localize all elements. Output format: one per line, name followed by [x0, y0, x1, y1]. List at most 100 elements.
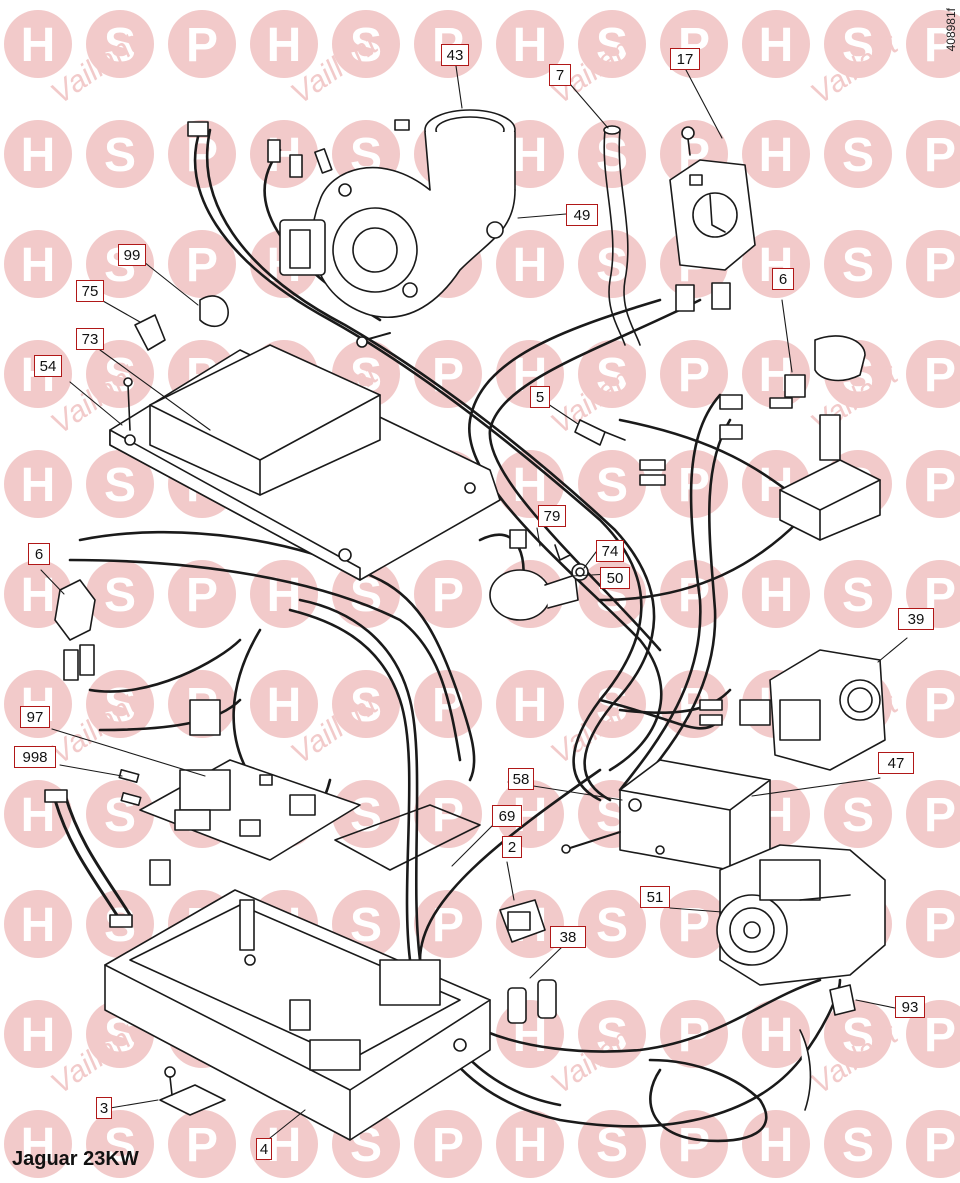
watermark-letter: P [660, 560, 728, 628]
part-label-58[interactable]: 58 [508, 768, 534, 790]
part-label-998[interactable]: 998 [14, 746, 56, 768]
svg-text:S: S [104, 679, 136, 732]
watermark-letter: H [496, 1110, 564, 1178]
watermark-letter: H [4, 450, 72, 518]
part-label-97[interactable]: 97 [20, 706, 50, 728]
svg-text:P: P [186, 239, 218, 292]
watermark-letter: P [168, 230, 236, 298]
svg-text:P: P [924, 679, 956, 732]
svg-text:S: S [842, 1009, 874, 1062]
part-label-17[interactable]: 17 [670, 48, 700, 70]
svg-text:H: H [267, 679, 302, 732]
svg-text:S: S [350, 19, 382, 72]
watermark-letter: P [660, 450, 728, 518]
control-box-lid [109, 344, 501, 581]
svg-text:P: P [678, 1119, 710, 1172]
svg-text:P: P [678, 349, 710, 402]
part-label-6-right[interactable]: 6 [772, 268, 794, 290]
svg-text:S: S [596, 459, 628, 512]
main-switch [499, 899, 546, 943]
watermark-letter: P [906, 230, 960, 298]
svg-text:P: P [432, 569, 464, 622]
watermark-letter: S [86, 10, 154, 78]
part-label-3[interactable]: 3 [96, 1097, 112, 1119]
svg-text:P: P [924, 459, 956, 512]
svg-text:S: S [596, 19, 628, 72]
main-pcb [118, 699, 361, 886]
circulation-pump [716, 844, 886, 986]
watermark-letter: H [4, 230, 72, 298]
watermark-letter: H [496, 670, 564, 738]
watermark-letter: S [578, 120, 646, 188]
svg-text:P: P [924, 1009, 956, 1062]
part-label-75[interactable]: 75 [76, 280, 104, 302]
part-label-6-left[interactable]: 6 [28, 543, 50, 565]
svg-text:H: H [759, 19, 794, 72]
part-label-39[interactable]: 39 [898, 608, 934, 630]
part-label-50[interactable]: 50 [600, 567, 630, 589]
svg-text:H: H [759, 569, 794, 622]
part-label-54[interactable]: 54 [34, 355, 62, 377]
watermark-letter: H [742, 120, 810, 188]
watermark-letter: P [168, 10, 236, 78]
part-label-49[interactable]: 49 [566, 204, 598, 226]
fuses [507, 979, 557, 1024]
watermark-letter: S [824, 230, 892, 298]
svg-text:S: S [596, 349, 628, 402]
part-label-47[interactable]: 47 [878, 752, 914, 774]
svg-text:S: S [596, 899, 628, 952]
watermark-letter: H [4, 890, 72, 958]
part-label-73[interactable]: 73 [76, 328, 104, 350]
part-label-99[interactable]: 99 [118, 244, 146, 266]
watermark-letter: P [906, 120, 960, 188]
svg-text:S: S [842, 129, 874, 182]
watermark-letter: P [660, 890, 728, 958]
part-label-69[interactable]: 69 [492, 805, 522, 827]
part-label-93[interactable]: 93 [895, 996, 925, 1018]
part-label-38[interactable]: 38 [550, 926, 586, 948]
left-thermostat [54, 579, 96, 681]
svg-text:P: P [678, 1009, 710, 1062]
watermark-letter: S [824, 780, 892, 848]
model-title: Jaguar 23KW [12, 1148, 139, 1170]
watermark-letter: S [332, 10, 400, 78]
part-label-74[interactable]: 74 [596, 540, 624, 562]
part-label-7[interactable]: 7 [549, 64, 571, 86]
svg-text:S: S [104, 569, 136, 622]
watermark-letter: H [4, 560, 72, 628]
watermark-letter: P [414, 780, 482, 848]
svg-text:H: H [267, 1119, 302, 1172]
svg-text:H: H [21, 459, 56, 512]
svg-text:P: P [924, 19, 956, 72]
svg-text:H: H [21, 129, 56, 182]
watermark-letter: H [742, 1110, 810, 1178]
part-label-51[interactable]: 51 [640, 886, 670, 908]
part-label-43[interactable]: 43 [441, 44, 469, 66]
svg-text:P: P [678, 569, 710, 622]
watermark-letter: S [86, 340, 154, 408]
watermark-letter: P [906, 450, 960, 518]
watermark-letter: S [824, 10, 892, 78]
svg-text:H: H [513, 19, 548, 72]
part-label-4[interactable]: 4 [256, 1138, 272, 1160]
svg-text:H: H [513, 239, 548, 292]
watermark-letter: S [578, 340, 646, 408]
watermark-letter: H [4, 120, 72, 188]
svg-text:S: S [842, 789, 874, 842]
svg-text:P: P [678, 459, 710, 512]
watermark-letter: H [4, 10, 72, 78]
watermark-letter: P [660, 1000, 728, 1068]
svg-text:P: P [432, 789, 464, 842]
svg-text:H: H [21, 899, 56, 952]
part-label-79[interactable]: 79 [538, 505, 566, 527]
part-label-2[interactable]: 2 [502, 836, 522, 858]
temperature-sensor [574, 419, 626, 446]
svg-text:P: P [186, 129, 218, 182]
part-label-5[interactable]: 5 [530, 386, 550, 408]
valve-actuator [561, 759, 771, 871]
watermark-letter: S [824, 1110, 892, 1178]
svg-text:S: S [596, 1009, 628, 1062]
air-pressure-switch [669, 126, 756, 312]
watermark-letter: S [86, 1110, 154, 1178]
